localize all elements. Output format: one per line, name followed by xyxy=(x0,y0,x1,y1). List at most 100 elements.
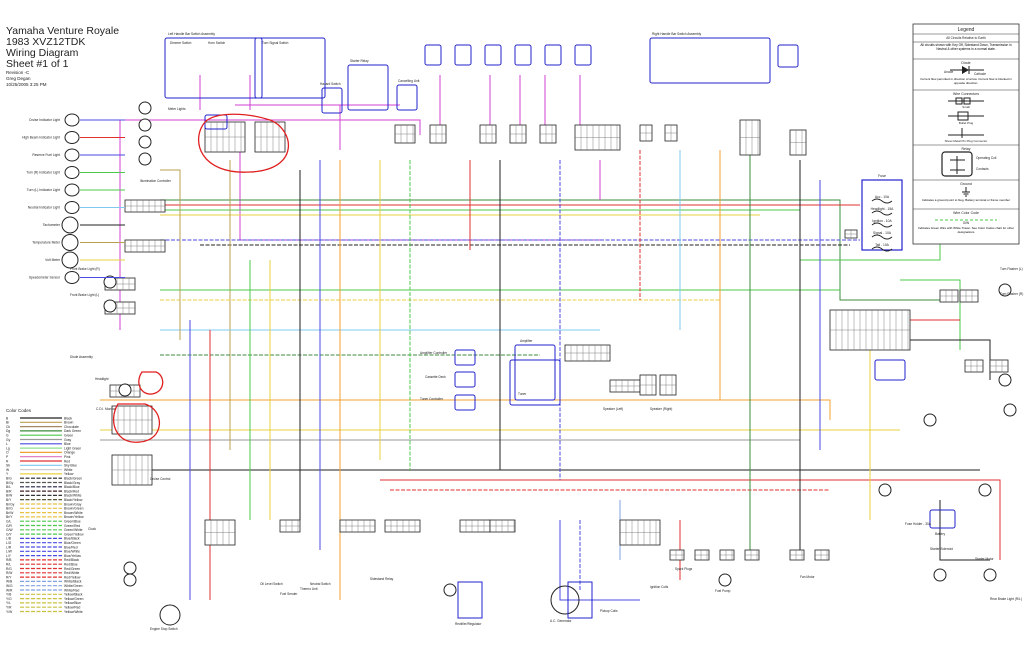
wire xyxy=(239,150,600,241)
color-name: Green/Blue xyxy=(64,520,81,524)
lamp-icon xyxy=(718,573,732,587)
connector-icon xyxy=(948,97,984,105)
connector xyxy=(964,359,984,373)
component-frame xyxy=(454,349,476,366)
component-label: Engine Stop Switch xyxy=(150,627,178,631)
indicator-label: Speedometer Sensor xyxy=(29,276,61,280)
legend-note: All Circuits Relative to Earth xyxy=(946,36,986,40)
color-name: Sky Blue xyxy=(64,464,77,468)
color-code: B/Y xyxy=(6,498,12,502)
legend-title: Legend xyxy=(958,27,975,33)
color-name: Yellow/Blue xyxy=(64,601,81,605)
title-line: 1983 XVZ12TDK xyxy=(6,36,86,49)
color-code: R/Y xyxy=(6,575,12,579)
indicator-label: Temperature Meter xyxy=(32,241,61,245)
color-code: Br xyxy=(6,421,10,425)
relay-icon xyxy=(941,151,973,177)
color-code: L xyxy=(6,442,8,446)
pin-plug-icon xyxy=(948,128,984,138)
connector xyxy=(664,124,678,142)
color-name: Green/Red xyxy=(64,524,80,528)
connector xyxy=(739,119,761,156)
indicator-label: Turn (L) Indicator Light xyxy=(27,188,60,192)
color-name: Black/White xyxy=(64,494,82,498)
connector xyxy=(639,374,657,396)
coil-label: Operating Coil xyxy=(976,156,997,160)
color-code: Gy xyxy=(6,438,11,442)
wire xyxy=(160,169,181,340)
ground-note: Indicates a ground point to Neg. Battery… xyxy=(921,198,1011,202)
wire xyxy=(559,520,640,601)
color-code: L/G xyxy=(6,541,12,545)
revision: Revision -C xyxy=(6,70,30,76)
red-annotations xyxy=(113,113,290,443)
color-code: O xyxy=(6,451,9,455)
connector xyxy=(639,124,653,142)
lamp-icon xyxy=(983,568,997,582)
color-name: Green/Yellow xyxy=(64,532,84,536)
connector xyxy=(959,289,979,303)
color-code: G/Y xyxy=(6,532,12,536)
color-name: Red/Green xyxy=(64,567,80,571)
fuse-label: Headlight - 15A xyxy=(871,207,895,211)
component-label: Fuel Pump xyxy=(715,589,731,593)
color-name: White xyxy=(64,468,73,472)
color-name: Black/Red xyxy=(64,489,79,493)
indicator-bulb-icon xyxy=(64,148,80,162)
indicator-bulb-icon xyxy=(64,201,80,214)
connector xyxy=(339,519,376,533)
color-name: Blue/Black xyxy=(64,537,80,541)
connector xyxy=(989,359,1009,373)
component-label: Amplifier xyxy=(520,339,533,343)
color-code: B/G xyxy=(6,477,12,481)
indicator-label: Tachometer xyxy=(43,223,61,227)
color-code: Lg xyxy=(6,446,10,450)
color-name: Blue/Yellow xyxy=(64,554,82,558)
color-code: G/W xyxy=(6,528,13,532)
author: Greg Degan xyxy=(6,75,31,81)
connector xyxy=(609,379,641,393)
color-codes-title: Color Codes xyxy=(6,408,32,413)
connector xyxy=(479,124,497,144)
fuse-title: Fuse xyxy=(878,174,886,178)
component-frame xyxy=(514,344,556,401)
color-code: Y xyxy=(6,472,9,476)
connector xyxy=(124,239,166,253)
color-name: Yellow/Black xyxy=(64,593,83,597)
wire xyxy=(380,479,1001,560)
color-code: Dg xyxy=(6,429,10,433)
color-code: L/Y xyxy=(6,554,12,558)
component-label: Diode Assembly xyxy=(70,355,93,359)
color-name: White/Red xyxy=(64,588,80,592)
lamp-icon xyxy=(998,373,1012,387)
color-code-row: L/B Blue/Black xyxy=(6,537,80,541)
color-name: Green/White xyxy=(64,528,83,532)
color-name: Blue/Red xyxy=(64,545,78,549)
color-code: B/R xyxy=(6,489,12,493)
color-name: Yellow/Green xyxy=(64,597,84,601)
lamp-icon xyxy=(978,483,992,497)
component-label: Rear Brake Light (R/L) xyxy=(990,597,1022,601)
component-label: Turn Flasher (R) xyxy=(1000,292,1023,296)
component-label: Dimmer Switch xyxy=(170,41,192,45)
fuse-label: Tail - 10A xyxy=(875,243,890,247)
color-code: L/B xyxy=(6,537,12,541)
indicator-label: Volt Meter xyxy=(45,258,61,262)
component-label: Headlight xyxy=(95,377,109,381)
connector xyxy=(384,519,421,533)
color-name: Brown xyxy=(64,421,74,425)
color-name: Brown/Gray xyxy=(64,502,82,506)
color-code: G/L xyxy=(6,520,11,524)
